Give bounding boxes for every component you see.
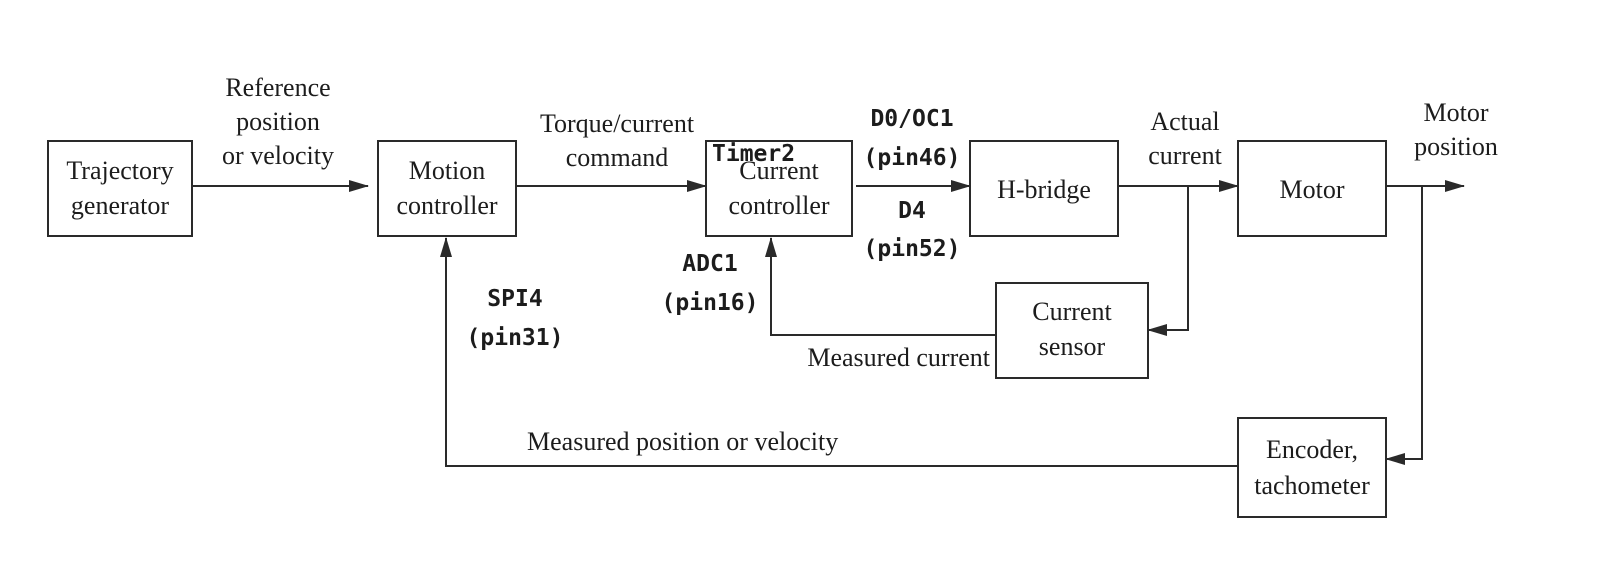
d0-oc1-pin-label: D0/OC1 (pin46) [864, 106, 961, 171]
wire-to-encoder [1385, 186, 1423, 465]
actual-current-label: Actual current [1148, 107, 1222, 170]
d4-pin-label: D4 (pin52) [864, 198, 961, 262]
wire-measured-current [765, 237, 996, 336]
measured-position-label: Measured position or velocity [527, 427, 838, 456]
motion-controller-block: Motion controller [377, 140, 517, 237]
motion-controller-label-line2: controller [396, 191, 497, 220]
torque-command-label: Torque/current command [540, 109, 695, 172]
current-controller-block: Current controller [705, 140, 853, 237]
motor-position-label: Motor position [1414, 98, 1498, 161]
adc1-pin-label: ADC1 (pin16) [662, 251, 759, 316]
h-bridge-label: H-bridge [997, 175, 1091, 204]
encoder-tachometer-block: Encoder, tachometer [1237, 417, 1387, 518]
adc1-label-line1: ADC1 [682, 251, 737, 277]
reference-signal-label: Reference position or velocity [222, 73, 334, 170]
current-controller-label-line2: controller [728, 191, 829, 220]
torque-label-line1: Torque/current [540, 109, 695, 138]
timer2-label: Timer2 [712, 141, 795, 167]
reference-label-line1: Reference [225, 73, 330, 102]
wire-to-current-sensor [1147, 186, 1189, 336]
measured-current-label: Measured current [807, 343, 990, 372]
d4-label-line2: (pin52) [864, 236, 961, 262]
spi4-pin-label: SPI4 (pin31) [467, 286, 564, 351]
actual-current-label-line2: current [1148, 141, 1222, 170]
current-sensor-label-line2: sensor [1039, 332, 1106, 361]
reference-label-line3: or velocity [222, 141, 334, 170]
motor-position-label-line1: Motor [1424, 98, 1489, 127]
d0-oc1-label-line1: D0/OC1 [870, 106, 953, 132]
encoder-label-line2: tachometer [1254, 471, 1370, 500]
adc1-label-line2: (pin16) [662, 290, 759, 316]
trajectory-generator-label-line1: Trajectory [66, 156, 173, 185]
d4-label-line1: D4 [898, 198, 926, 224]
d0-oc1-label-line2: (pin46) [864, 145, 961, 171]
reference-label-line2: position [236, 107, 320, 136]
motion-controller-label-line1: Motion [409, 156, 486, 185]
trajectory-generator-label-line2: generator [71, 191, 170, 220]
actual-current-label-line1: Actual [1150, 107, 1219, 136]
spi4-label-line1: SPI4 [487, 286, 542, 312]
current-sensor-label-line1: Current [1032, 297, 1112, 326]
encoder-label-line1: Encoder, [1266, 435, 1358, 464]
current-sensor-block: Current sensor [995, 282, 1149, 379]
motor-block: Motor [1237, 140, 1387, 237]
current-controller-label-line1: Current [739, 156, 819, 185]
h-bridge-block: H-bridge [969, 140, 1119, 237]
wire-measured-position [440, 237, 1238, 467]
torque-label-line2: command [566, 143, 669, 172]
motor-position-label-line2: position [1414, 132, 1498, 161]
spi4-label-line2: (pin31) [467, 325, 564, 351]
motor-label: Motor [1280, 175, 1345, 204]
trajectory-generator-block: Trajectory generator [47, 140, 193, 237]
